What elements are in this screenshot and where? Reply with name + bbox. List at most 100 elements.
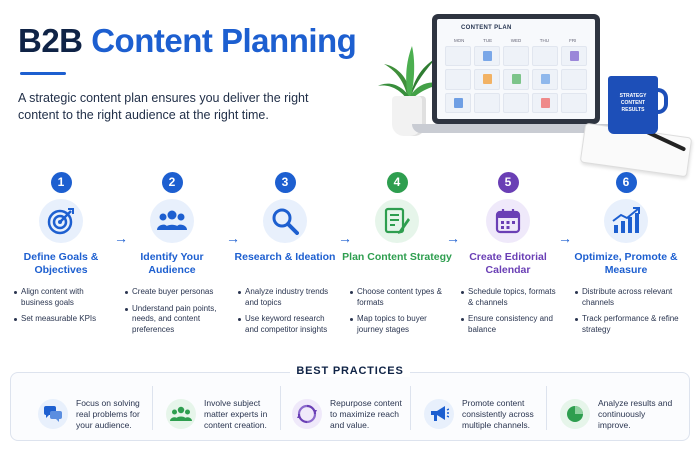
laptop-base xyxy=(412,124,620,133)
calendar-cell xyxy=(445,92,471,113)
people-icon xyxy=(157,210,187,230)
step-title: Identify Your Audience xyxy=(140,251,204,276)
step-2: 2 Identify Your Audience Create buyer pe… xyxy=(116,172,228,341)
day-label: FRI xyxy=(569,38,577,43)
pie-chart-icon xyxy=(560,399,590,429)
step-6: 6 Optimize, Promote & Measure Distribute… xyxy=(566,172,686,341)
mug-text-line: CONTENT xyxy=(620,100,646,106)
calendar-icon xyxy=(495,209,521,234)
best-practices-heading: BEST PRACTICES xyxy=(290,365,410,377)
step-icon-circle xyxy=(39,199,83,243)
document-pencil-icon xyxy=(384,207,410,234)
step-title: Optimize, Promote & Measure xyxy=(574,251,678,276)
step-title: Define Goals & Objectives xyxy=(23,251,99,276)
mug-text-line: RESULTS xyxy=(621,107,645,113)
calendar-days: MON TUE WED THU FRI xyxy=(445,38,587,43)
calendar-cell xyxy=(503,46,529,67)
step-icon-circle xyxy=(375,199,419,243)
day-label: WED xyxy=(510,38,522,43)
team-icon xyxy=(166,399,196,429)
step-bullet: Schedule topics, formats & channels xyxy=(461,287,562,308)
step-number: 6 xyxy=(615,172,637,193)
title-part-1: B2B xyxy=(18,22,83,59)
calendar-grid xyxy=(445,46,587,113)
step-icon-circle xyxy=(604,199,648,243)
step-number: 2 xyxy=(161,172,183,193)
calendar-cell xyxy=(474,69,500,90)
divider xyxy=(410,386,411,430)
best-practice-text: Involve subject matter experts in conten… xyxy=(204,397,268,430)
step-bullets: Align content with business goals Set me… xyxy=(5,287,117,325)
divider xyxy=(546,386,547,430)
best-practice-item: Involve subject matter experts in conten… xyxy=(166,390,284,438)
screen-title: CONTENT PLAN xyxy=(461,25,512,31)
step-icon-circle xyxy=(150,199,194,243)
step-4: 4 Plan Content Strategy Choose content t… xyxy=(341,172,453,341)
recycle-icon xyxy=(292,399,322,429)
step-number: 4 xyxy=(386,172,408,193)
step-bullet: Understand pain points, needs, and conte… xyxy=(125,304,226,336)
growth-chart-icon xyxy=(612,207,640,233)
best-practice-item: Analyze results and continuously improve… xyxy=(560,390,678,438)
arrow-right-icon: → xyxy=(446,230,460,246)
divider xyxy=(280,386,281,430)
chat-bubbles-icon xyxy=(38,399,68,429)
step-bullet: Map topics to buyer journey stages xyxy=(350,314,451,335)
step-bullets: Create buyer personas Understand pain po… xyxy=(116,287,228,335)
divider xyxy=(152,386,153,430)
calendar-cell xyxy=(503,92,529,113)
step-3: 3 Research & Ideation Analyze industry t… xyxy=(229,172,341,341)
step-bullet: Distribute across relevant channels xyxy=(575,287,684,308)
target-icon xyxy=(47,208,74,235)
step-number: 3 xyxy=(274,172,296,193)
step-number: 5 xyxy=(497,172,519,193)
arrow-right-icon: → xyxy=(114,230,128,246)
step-bullet: Set measurable KPIs xyxy=(14,314,115,325)
best-practice-text: Focus on solving real problems for your … xyxy=(76,397,140,430)
title-underline xyxy=(20,72,66,75)
step-bullet: Track performance & refine strategy xyxy=(575,314,684,335)
step-title: Research & Ideation xyxy=(234,251,336,263)
laptop-screen: CONTENT PLAN MON TUE WED THU FRI xyxy=(432,14,600,124)
hero-illustration: CONTENT PLAN MON TUE WED THU FRI xyxy=(370,8,695,178)
step-bullets: Distribute across relevant channels Trac… xyxy=(566,287,686,335)
day-label: MON xyxy=(453,38,465,43)
arrow-right-icon: → xyxy=(558,230,572,246)
mug-text-line: STRATEGY xyxy=(619,93,647,99)
day-label: TUE xyxy=(483,38,493,43)
step-bullet: Analyze industry trends and topics xyxy=(238,287,339,308)
calendar-cell xyxy=(445,46,471,67)
step-number: 1 xyxy=(50,172,72,193)
step-icon-circle xyxy=(263,199,307,243)
page-subtitle: A strategic content plan ensures you del… xyxy=(18,91,309,122)
megaphone-icon xyxy=(424,399,454,429)
calendar-cell xyxy=(561,46,587,67)
step-bullet: Ensure consistency and balance xyxy=(461,314,562,335)
process-steps: 1 Define Goals & Objectives Align conten… xyxy=(0,172,700,352)
magnifier-icon xyxy=(272,208,299,235)
step-bullet: Choose content types & formats xyxy=(350,287,451,308)
best-practice-item: Promote content consistently across mult… xyxy=(424,390,542,438)
mug: STRATEGY CONTENT RESULTS xyxy=(608,76,658,134)
best-practice-item: Focus on solving real problems for your … xyxy=(38,390,156,438)
calendar-cell xyxy=(561,92,587,113)
title-part-2: Content Planning xyxy=(91,22,357,59)
step-bullet: Create buyer personas xyxy=(125,287,226,298)
arrow-right-icon: → xyxy=(338,230,352,246)
step-bullets: Schedule topics, formats & channels Ensu… xyxy=(452,287,564,335)
calendar-cell xyxy=(532,46,558,67)
step-bullets: Choose content types & formats Map topic… xyxy=(341,287,453,335)
page-title: B2B Content Planning xyxy=(18,22,357,60)
calendar-cell xyxy=(474,46,500,67)
calendar-cell xyxy=(474,92,500,113)
calendar-cell xyxy=(561,69,587,90)
best-practice-text: Repurpose content to maximize reach and … xyxy=(330,397,402,430)
best-practice-text: Analyze results and continuously improve… xyxy=(598,397,673,430)
step-1: 1 Define Goals & Objectives Align conten… xyxy=(5,172,117,331)
step-bullet: Align content with business goals xyxy=(14,287,115,308)
step-title: Create Editorial Calendar xyxy=(469,251,547,276)
day-label: THU xyxy=(539,38,549,43)
mug-handle xyxy=(654,88,668,114)
step-bullet: Use keyword research and competitor insi… xyxy=(238,314,339,335)
calendar-cell xyxy=(532,69,558,90)
